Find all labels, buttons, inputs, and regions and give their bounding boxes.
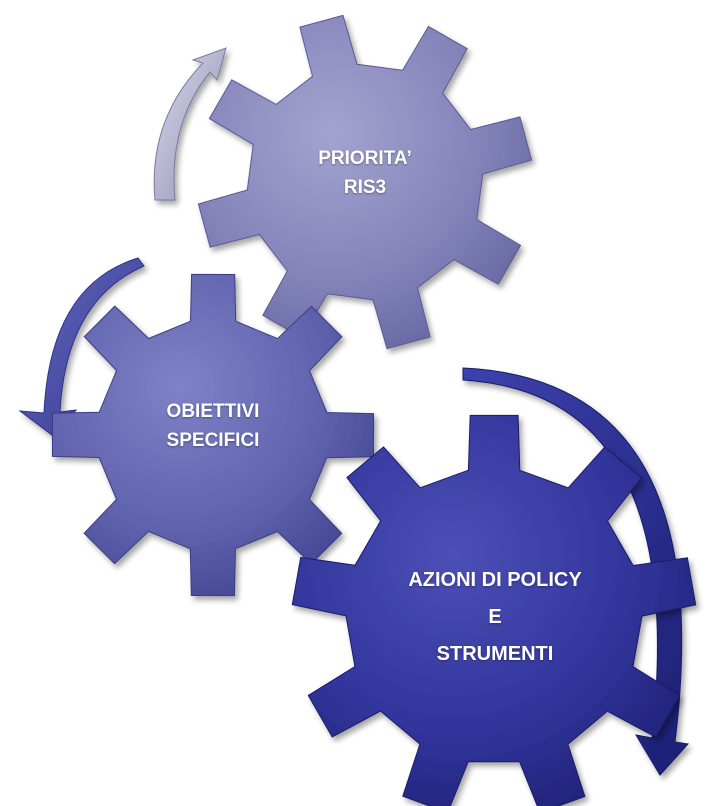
label-line: STRUMENTI	[436, 643, 554, 665]
gear-label-obiettivi: OBIETTIVI SPECIFICI	[123, 397, 303, 456]
gear-label-azioni: AZIONI DI POLICY E STRUMENTI	[365, 562, 625, 673]
label-line: SPECIFICI	[166, 430, 260, 452]
label-line: PRIORITA’	[318, 148, 412, 169]
bottom-gear	[291, 414, 697, 806]
label-line: OBIETTIVI	[166, 401, 260, 422]
label-line: RIS3	[343, 177, 387, 199]
middle-gear	[51, 273, 375, 597]
label-line: AZIONI DI POLICY	[408, 569, 582, 591]
gear-label-priorita: PRIORITA’ RIS3	[265, 144, 465, 203]
label-line: E	[488, 606, 502, 628]
top-gear	[197, 14, 533, 350]
top-arrow	[153, 47, 227, 201]
